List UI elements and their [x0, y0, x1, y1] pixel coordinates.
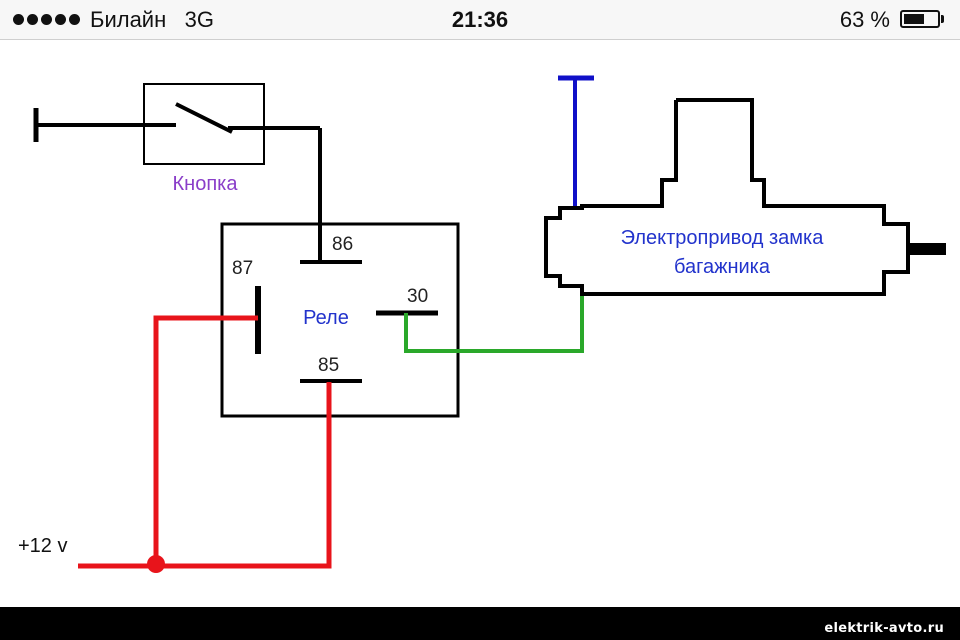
network-type: 3G: [184, 7, 214, 32]
pin-87-label: 87: [232, 258, 253, 279]
status-time: 21:36: [451, 7, 509, 32]
footer-bar: elektrik-avto.ru: [0, 607, 960, 640]
supply-label: +12 v: [18, 535, 67, 557]
wire-green-30-to-actuator: [404, 296, 584, 353]
pin-30-label: 30: [407, 286, 428, 307]
button-box: [143, 83, 265, 165]
battery-tip: [941, 15, 944, 23]
wire-red-to-87: [153, 315, 258, 566]
pin-85-label: 85: [318, 355, 339, 376]
red-wire-junction: [147, 555, 165, 573]
battery-level-fill: [904, 14, 924, 24]
wire-red-to-85: [78, 382, 332, 569]
carrier-name: Билайн: [90, 7, 167, 32]
battery-percent: 63 %: [839, 7, 890, 32]
relay-label: Реле: [303, 307, 349, 329]
status-bar: Билайн 3G 21:36 63 %: [0, 0, 960, 40]
pin-86-label: 86: [332, 234, 353, 255]
relay-wiring-diagram: Кнопка Реле 86 87 30 85 +12 v Электропри…: [18, 75, 946, 573]
actuator-shaft: [908, 243, 946, 255]
carrier-network: Билайн 3G: [90, 6, 214, 34]
signal-strength-icon: [13, 14, 80, 25]
actuator-label-line1: Электропривод замка: [621, 227, 825, 249]
watermark: elektrik-avto.ru: [824, 621, 944, 636]
button-label: Кнопка: [173, 173, 239, 195]
button-switch-contact: [175, 102, 233, 134]
actuator-body: [544, 98, 910, 296]
battery-icon: [900, 10, 940, 28]
actuator-label-line2: багажника: [674, 256, 771, 278]
